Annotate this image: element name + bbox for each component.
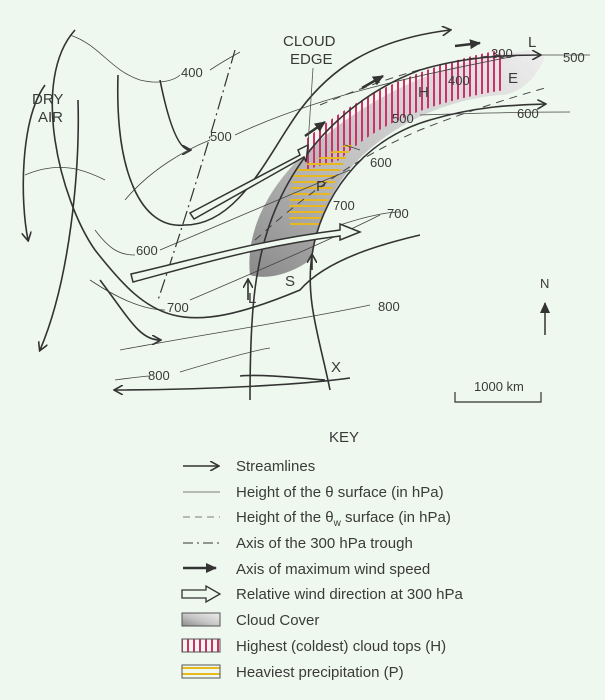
thetaw-label: 400 bbox=[448, 73, 470, 88]
theta-label: 800 bbox=[148, 368, 170, 383]
letter-P: P bbox=[316, 178, 326, 195]
cloud-edge-pointer bbox=[307, 67, 314, 146]
key-max-wind: Axis of maximum wind speed bbox=[236, 561, 430, 578]
thetaw-label: 600 bbox=[370, 155, 392, 170]
cloud-edge-label-1: CLOUD bbox=[283, 33, 336, 50]
letter-L-top: L bbox=[528, 34, 536, 51]
dry-air-label-1: DRY bbox=[32, 91, 63, 108]
key-theta: Height of the θ surface (in hPa) bbox=[236, 484, 444, 501]
theta-label: 500 bbox=[563, 50, 585, 65]
letter-H: H bbox=[418, 84, 429, 101]
thetaw-label: 500 bbox=[392, 111, 414, 126]
streamlines bbox=[23, 30, 545, 401]
theta-label: 800 bbox=[378, 299, 400, 314]
letter-L-bottom: L bbox=[248, 290, 256, 307]
theta-label: 400 bbox=[181, 65, 203, 80]
thetaw-contours bbox=[254, 54, 546, 241]
relative-wind-arrows bbox=[130, 143, 363, 283]
letter-X: X bbox=[331, 359, 341, 376]
key-symbols bbox=[181, 466, 222, 679]
key-relative-wind: Relative wind direction at 300 hPa bbox=[236, 586, 463, 603]
theta-label: 600 bbox=[136, 243, 158, 258]
key-thetaw: Height of the θw surface (in hPa) bbox=[236, 509, 451, 529]
north-label: N bbox=[540, 276, 549, 291]
thetaw-label: 300 bbox=[491, 46, 513, 61]
scale-label: 1000 km bbox=[474, 379, 524, 394]
max-wind-axis bbox=[304, 39, 481, 138]
theta-label: 700 bbox=[167, 300, 189, 315]
key-cloud-cover: Cloud Cover bbox=[236, 612, 319, 629]
theta-contours bbox=[24, 34, 590, 381]
theta-label: 500 bbox=[210, 129, 232, 144]
letter-E: E bbox=[508, 70, 518, 87]
trough-axis bbox=[157, 49, 236, 301]
letter-S: S bbox=[285, 273, 295, 290]
key-cloud-tops: Highest (coldest) cloud tops (H) bbox=[236, 638, 446, 655]
heaviest-precipitation-hatch bbox=[289, 140, 355, 225]
key-streamlines: Streamlines bbox=[236, 458, 315, 475]
theta-label: 700 bbox=[387, 206, 409, 221]
key-title: KEY bbox=[329, 429, 359, 446]
dry-air-label-2: AIR bbox=[38, 109, 63, 126]
key-trough: Axis of the 300 hPa trough bbox=[236, 535, 413, 552]
key-precipitation: Heaviest precipitation (P) bbox=[236, 664, 404, 681]
cloud-edge-label-2: EDGE bbox=[290, 51, 333, 68]
scale-bar bbox=[454, 392, 542, 403]
theta-label: 600 bbox=[517, 106, 539, 121]
thetaw-label: 700 bbox=[333, 198, 355, 213]
